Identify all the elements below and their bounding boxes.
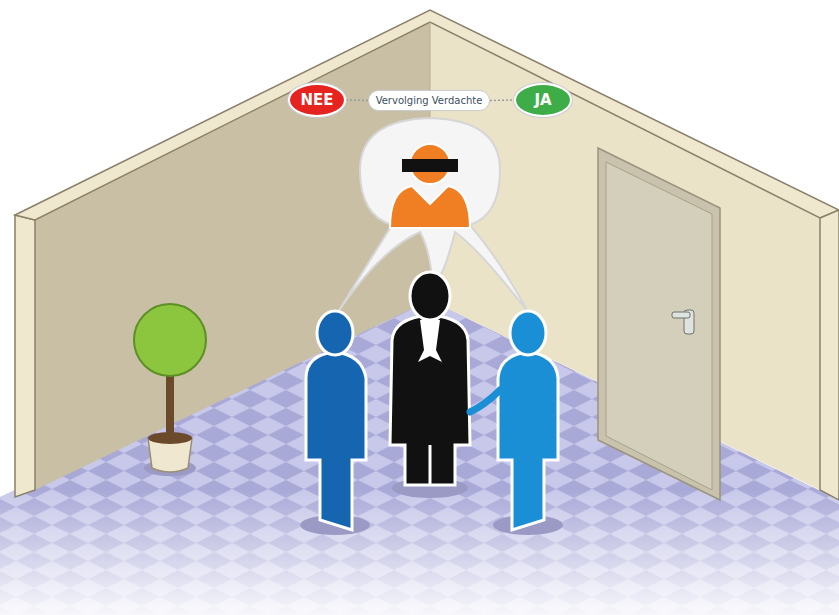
dotted-connector	[490, 100, 514, 102]
door-frame	[598, 148, 720, 500]
plant-crown	[134, 304, 206, 376]
left-wall-edge	[15, 215, 35, 497]
right-person-head	[510, 311, 546, 355]
right-person-arm	[470, 390, 500, 412]
jabot	[418, 320, 442, 362]
topic-pill: Vervolging Verdachte	[368, 90, 490, 111]
door-handle-lever	[672, 312, 690, 318]
node-label: JA	[534, 91, 551, 109]
left-person	[306, 352, 366, 530]
right-person	[498, 352, 558, 530]
right-wall-edge	[820, 210, 839, 500]
node-label: NEE	[300, 91, 333, 109]
dotted-connector	[346, 100, 368, 102]
decision-pill: NEE	[288, 83, 346, 117]
robed-figure	[390, 315, 470, 485]
node-label: Vervolging Verdachte	[376, 95, 483, 106]
left-person-head	[317, 311, 353, 355]
suspect-body	[390, 186, 470, 228]
decision-pill: JA	[514, 83, 572, 117]
robed-figure-head	[410, 272, 450, 320]
door	[606, 162, 712, 490]
robe-leg-gap	[429, 445, 432, 485]
censor-bar	[402, 159, 458, 172]
